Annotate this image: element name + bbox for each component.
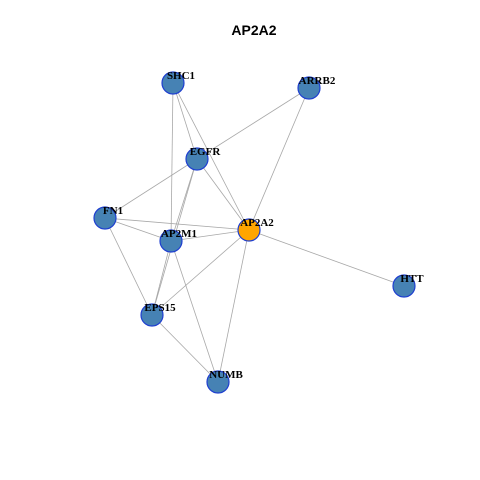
node-label: NUMB <box>209 369 243 381</box>
edge-shc1-ap2m1 <box>170 82 174 242</box>
graph-title: AP2A2 <box>231 22 276 38</box>
node-shc1[interactable]: SHC1 <box>161 70 195 95</box>
edge-ap2a2-numb <box>217 229 250 383</box>
node-circle[interactable] <box>185 147 209 171</box>
node-label: EPS15 <box>144 302 176 314</box>
node-label: EGFR <box>190 146 222 158</box>
node-egfr[interactable]: EGFR <box>185 146 222 171</box>
node-fn1[interactable]: FN1 <box>93 205 123 230</box>
node-htt[interactable]: HTT <box>392 273 424 298</box>
edge-ap2m1-ap2a2 <box>170 229 250 242</box>
node-label: FN1 <box>103 205 123 217</box>
edge-egfr-ap2a2 <box>196 158 250 231</box>
node-numb[interactable]: NUMB <box>206 369 243 394</box>
edge-shc1-ap2a2 <box>172 82 250 231</box>
node-circle[interactable] <box>297 76 321 100</box>
node-circle[interactable] <box>159 229 183 253</box>
node-circle[interactable] <box>206 370 230 394</box>
node-circle[interactable] <box>140 303 164 327</box>
node-circle[interactable] <box>161 71 185 95</box>
node-label: AP2A2 <box>240 217 274 229</box>
edge-eps15-numb <box>151 314 219 383</box>
node-label: ARRB2 <box>299 75 336 87</box>
node-ap2m1[interactable]: AP2M1 <box>159 228 197 253</box>
edges-layer <box>104 82 405 383</box>
edge-shc1-egfr <box>172 82 198 160</box>
edge-egfr-fn1 <box>104 158 198 219</box>
edge-ap2m1-numb <box>170 240 219 383</box>
edge-ap2m1-eps15 <box>151 240 172 316</box>
node-circle[interactable] <box>237 218 261 242</box>
edge-fn1-ap2a2 <box>104 217 250 231</box>
node-label: SHC1 <box>167 70 195 82</box>
edge-ap2a2-eps15 <box>151 229 250 316</box>
edge-fn1-ap2m1 <box>104 217 172 242</box>
node-label: HTT <box>400 273 424 285</box>
node-label: AP2M1 <box>161 228 197 240</box>
edge-arrb2-ap2a2 <box>248 87 310 231</box>
node-arrb2[interactable]: ARRB2 <box>297 75 336 100</box>
edge-arrb2-egfr <box>196 87 310 160</box>
node-circle[interactable] <box>392 274 416 298</box>
node-eps15[interactable]: EPS15 <box>140 302 176 327</box>
node-ap2a2[interactable]: AP2A2 <box>237 217 274 242</box>
node-circle[interactable] <box>93 206 117 230</box>
edge-ap2a2-htt <box>248 229 405 287</box>
edge-fn1-eps15 <box>104 217 153 316</box>
